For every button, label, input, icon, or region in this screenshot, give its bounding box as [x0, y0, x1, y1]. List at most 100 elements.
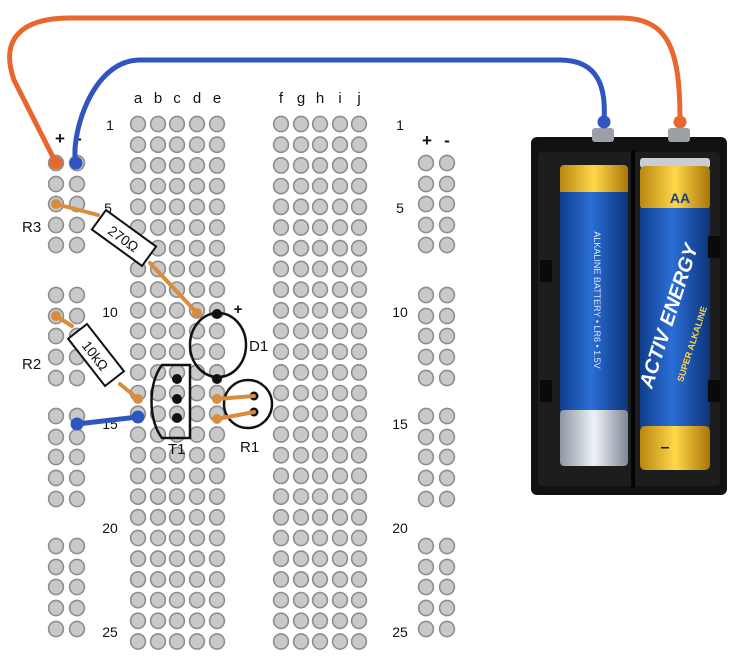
rail-hole: [419, 429, 434, 444]
rail-hole: [70, 370, 85, 385]
wire-positive-end-battery: [674, 116, 687, 129]
breadboard-hole: [313, 613, 328, 628]
breadboard-hole: [294, 137, 309, 152]
breadboard-hole: [352, 613, 367, 628]
rail-hole: [70, 470, 85, 485]
rail-hole: [440, 196, 455, 211]
rail-hole: [440, 600, 455, 615]
column-letter-c: c: [173, 90, 181, 107]
breadboard-hole: [151, 530, 166, 545]
rail-hole: [49, 237, 64, 252]
sensor-r1-pin-e15: [212, 414, 222, 424]
breadboard-hole: [294, 282, 309, 297]
row-number-20-right: 20: [392, 520, 408, 536]
breadboard-hole: [131, 572, 146, 587]
column-letter-i: i: [338, 90, 341, 107]
breadboard-hole: [313, 551, 328, 566]
breadboard-hole: [131, 634, 146, 649]
breadboard-hole: [352, 241, 367, 256]
breadboard-hole: [313, 406, 328, 421]
breadboard-hole: [170, 158, 185, 173]
breadboard-hole: [151, 282, 166, 297]
breadboard-hole: [190, 572, 205, 587]
rail-hole: [49, 449, 64, 464]
breadboard-hole: [190, 613, 205, 628]
breadboard-hole: [333, 303, 348, 318]
breadboard-hole: [151, 593, 166, 608]
breadboard-hole: [131, 593, 146, 608]
breadboard-hole: [170, 220, 185, 235]
breadboard-hole: [131, 282, 146, 297]
breadboard-hole: [333, 179, 348, 194]
wire-positive-end-breadboard: [50, 157, 63, 170]
rail-hole: [49, 328, 64, 343]
breadboard-hole: [151, 448, 166, 463]
breadboard-hole: [294, 303, 309, 318]
breadboard-hole: [333, 551, 348, 566]
breadboard-hole: [313, 489, 328, 504]
breadboard-hole: [274, 241, 289, 256]
breadboard-hole: [131, 448, 146, 463]
breadboard-hole: [190, 489, 205, 504]
wire-ground-jumper-board-end: [132, 411, 145, 424]
resistor-r2-pin-rail: [51, 311, 61, 321]
breadboard-hole: [190, 158, 205, 173]
breadboard-hole: [333, 510, 348, 525]
rail-hole: [70, 237, 85, 252]
breadboard-hole: [333, 344, 348, 359]
rail-hole: [440, 559, 455, 574]
breadboard-hole: [352, 593, 367, 608]
breadboard-hole: [352, 323, 367, 338]
breadboard-hole: [294, 241, 309, 256]
breadboard-hole: [352, 261, 367, 276]
breadboard-hole: [210, 427, 225, 442]
breadboard-hole: [352, 365, 367, 380]
breadboard-hole: [170, 179, 185, 194]
breadboard-hole: [151, 344, 166, 359]
breadboard-hole: [274, 261, 289, 276]
rail-hole: [419, 155, 434, 170]
rail-hole: [49, 176, 64, 191]
rail-hole: [49, 538, 64, 553]
breadboard-hole: [151, 116, 166, 131]
breadboard-hole: [210, 468, 225, 483]
aa-cell-right-gold-base: [640, 426, 710, 470]
breadboard-hole: [313, 261, 328, 276]
breadboard-hole: [190, 282, 205, 297]
rail-hole: [49, 470, 64, 485]
breadboard-hole: [333, 241, 348, 256]
breadboard-hole: [131, 116, 146, 131]
wire-negative-end-battery: [598, 116, 611, 129]
breadboard-hole: [151, 613, 166, 628]
battery-terminal-negative: [592, 128, 614, 142]
breadboard-hole: [313, 510, 328, 525]
breadboard-hole: [190, 406, 205, 421]
row-number-10-right: 10: [392, 304, 408, 320]
breadboard-hole: [294, 199, 309, 214]
breadboard-hole: [333, 448, 348, 463]
breadboard-hole: [333, 406, 348, 421]
row-number-15-right: 15: [392, 416, 408, 432]
breadboard-hole: [333, 613, 348, 628]
rail-hole: [419, 176, 434, 191]
rail-hole: [49, 370, 64, 385]
breadboard-hole: [313, 572, 328, 587]
sensor-r1-label: R1: [240, 439, 259, 456]
rail-hole: [419, 621, 434, 636]
column-letter-e: e: [213, 90, 221, 107]
rail-hole: [440, 621, 455, 636]
battery-holder-tab-right: [708, 236, 720, 258]
rail-hole: [70, 491, 85, 506]
breadboard-hole: [170, 241, 185, 256]
resistor-r2-pin-a14: [133, 394, 143, 404]
breadboard-hole: [352, 448, 367, 463]
breadboard-hole: [274, 572, 289, 587]
column-letter-a: a: [134, 90, 143, 107]
rail-hole: [440, 287, 455, 302]
breadboard-hole: [352, 344, 367, 359]
breadboard-hole: [131, 551, 146, 566]
rail-hole: [440, 176, 455, 191]
breadboard-hole: [333, 220, 348, 235]
breadboard-hole: [131, 530, 146, 545]
breadboard-hole: [333, 530, 348, 545]
